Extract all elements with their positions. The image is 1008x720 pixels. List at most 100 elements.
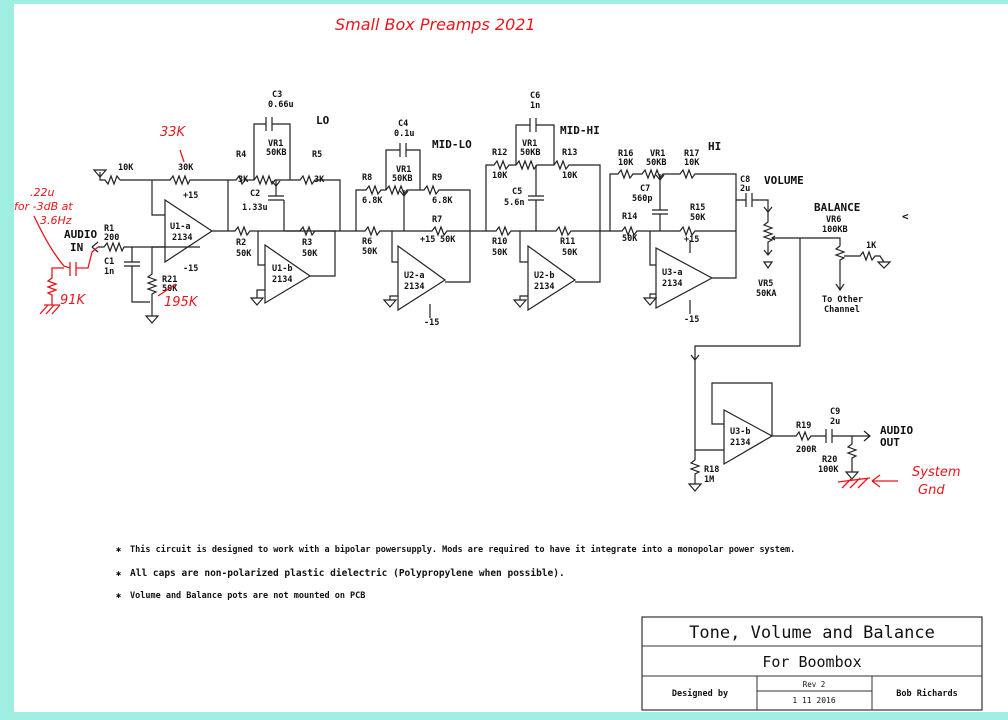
op-amp-u1a [164, 198, 214, 264]
r16-value: 10K [618, 158, 634, 168]
lo-label: LO [316, 114, 330, 127]
c6-label: C6 [530, 91, 540, 101]
title-block-subtitle: For Boombox [762, 653, 861, 671]
revision: Rev 2 [803, 680, 826, 689]
r6-label: R6 [362, 237, 372, 247]
handwritten-title: Small Box Preamps 2021 [335, 15, 536, 34]
r12-label: R12 [492, 148, 507, 158]
u3b-part: 2134 [730, 438, 750, 448]
u3a-vpos: +15 [684, 235, 699, 245]
volume-label: VOLUME [764, 174, 804, 187]
c8-value: 2u [740, 184, 750, 194]
r1-value: 200 [104, 233, 119, 243]
c1-value: 1n [104, 267, 114, 277]
r14-label: R14 [622, 212, 637, 222]
c1-label: C1 [104, 257, 114, 267]
audio-out-label-2: OUT [880, 436, 900, 449]
u2b-part: 2134 [534, 282, 554, 292]
u3a-label: U3-a [662, 268, 682, 278]
r10-label: R10 [492, 237, 507, 247]
vr6-value: 100KB [822, 225, 848, 235]
handwritten-input-cap: .22u [30, 186, 54, 199]
u2b-label: U2-b [534, 271, 554, 281]
vr1-hi-value: 50KB [646, 158, 666, 168]
op-amp-u2b [527, 244, 577, 312]
r12-value: 10K [492, 171, 508, 181]
r17-value: 10K [684, 158, 700, 168]
u3b-label: U3-b [730, 427, 750, 437]
handwritten-system-gnd-2: Gnd [918, 483, 945, 498]
r-1k-label: 1K [866, 241, 877, 251]
r11-value: 50K [562, 248, 578, 258]
r2-value: 50K [236, 249, 252, 259]
c2-label: C2 [250, 189, 260, 199]
u1b-part: 2134 [272, 275, 292, 285]
vr1-midhi-label: VR1 [522, 139, 537, 149]
r2-label: R2 [236, 238, 246, 248]
lo-band-stage: C3 0.66u LO VR1 50KB R4 3K R5 3K C2 1.33… [228, 90, 341, 306]
note-item: All caps are non-polarized plastic diele… [130, 568, 565, 579]
r17-label: R17 [684, 149, 699, 159]
mid-hi-label: MID-HI [560, 124, 600, 137]
r20-value: 100K [818, 465, 839, 475]
handwritten-cap-note: for -3dB at [14, 200, 73, 213]
output-buffer-stage: U3-b 2134 R18 1M R19 200R C9 2u R20 100K… [687, 360, 960, 498]
c9-value: 2u [830, 417, 840, 427]
r20-label: R20 [822, 455, 837, 465]
c2-value: 1.33u [242, 203, 268, 213]
r5-label: R5 [312, 150, 322, 160]
mid-lo-band-stage: C4 0.1u MID-LO VR1 50KB R8 6.8K R9 6.8K … [340, 119, 472, 328]
r14-value: 50K [622, 234, 638, 244]
c5-label: C5 [512, 187, 522, 197]
r3-value: 50K [302, 249, 318, 259]
vr5-label: VR5 [758, 279, 773, 289]
title-block: Tone, Volume and Balance For Boombox Des… [641, 616, 983, 711]
vr1-hi-label: VR1 [650, 149, 665, 159]
mid-hi-band-stage: C6 1n MID-HI VR1 50KB R12 10K R13 10K C5… [470, 91, 601, 312]
r15-value: 50K [690, 213, 706, 223]
note-item: This circuit is designed to work with a … [130, 544, 795, 555]
r6-value: 50K [362, 247, 378, 257]
r18-label: R18 [704, 465, 719, 475]
r7-value: 50K [440, 235, 456, 245]
r3-label: R3 [302, 238, 312, 248]
r15-label: R15 [690, 203, 705, 213]
c9-label: C9 [830, 407, 840, 417]
audio-in-label-2: IN [70, 241, 83, 254]
vr5-value: 50KA [756, 289, 776, 299]
u2a-vneg: -15 [424, 318, 439, 328]
r9-label: R9 [432, 173, 442, 183]
r4-label: R4 [236, 150, 246, 160]
c3-value: 0.66u [268, 100, 294, 110]
r1-label: R1 [104, 224, 114, 234]
u1a-vneg: -15 [183, 264, 198, 274]
handwritten-system-gnd: System [912, 465, 960, 480]
hi-label: HI [708, 140, 721, 153]
r13-label: R13 [562, 148, 577, 158]
audio-in-label: AUDIO [64, 228, 97, 241]
op-amp-u3b [723, 408, 774, 466]
vr1-lo-value: 50KB [266, 148, 286, 158]
r8-value: 6.8K [362, 196, 383, 206]
u3a-part: 2134 [662, 279, 682, 289]
u1a-label: U1-a [170, 222, 190, 232]
c4-value: 0.1u [394, 129, 414, 139]
u1b-label: U1-b [272, 264, 292, 274]
r10-value: 50K [492, 248, 508, 258]
op-amp-u1b [264, 243, 312, 305]
r11-label: R11 [560, 237, 575, 247]
mid-lo-label: MID-LO [432, 138, 472, 151]
vr1-midhi-value: 50KB [520, 148, 540, 158]
r4-value: 3K [238, 175, 249, 185]
handwritten-cap-note-2: 3.6Hz [40, 214, 72, 227]
r21-label: R21 [162, 275, 177, 285]
u3a-vneg: -15 [684, 315, 699, 325]
input-stage: AUDIO IN R1 200 C1 1n R21 50K 195K U1-a … [14, 125, 229, 324]
r19-value: 200R [796, 445, 817, 455]
vr1-lo-label: VR1 [268, 139, 283, 149]
op-amp-u3a [655, 246, 714, 310]
stray-mark: < [902, 210, 909, 223]
r19-label: R19 [796, 421, 811, 431]
u1a-vpos: +15 [183, 191, 198, 201]
u1a-part: 2134 [172, 233, 192, 243]
